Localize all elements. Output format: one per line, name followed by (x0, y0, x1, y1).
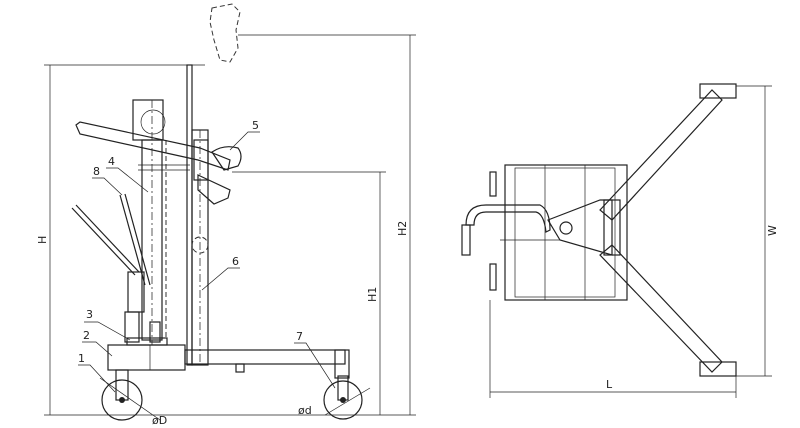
boom-arm (75, 121, 231, 171)
dim-label-H2: H2 (396, 221, 409, 236)
dimension-lines (44, 34, 416, 416)
dim-label-wheel-large: øD (152, 414, 167, 427)
leg-lower (599, 244, 723, 373)
leader-lines (78, 131, 336, 393)
top-view: W L (461, 83, 779, 398)
clamp-5 (211, 146, 242, 171)
leg-cap-lower (699, 361, 737, 377)
handle (465, 204, 551, 233)
side-view: 1 2 3 4 5 6 7 8 øD ød H H2 H1 (36, 3, 416, 427)
dim-label-L: L (606, 378, 613, 391)
part-label-3: 3 (86, 308, 93, 321)
part-label-6: 6 (232, 255, 239, 268)
part-label-8: 8 (93, 165, 100, 178)
raised-arm-outline (209, 3, 241, 63)
wheel-1 (101, 379, 143, 421)
part-label-7: 7 (296, 330, 303, 343)
part-label-2: 2 (83, 329, 90, 342)
part-label-4: 4 (108, 155, 115, 168)
leg-upper (599, 89, 723, 221)
part-label-5: 5 (252, 119, 259, 132)
dim-label-H1: H1 (366, 287, 379, 302)
dim-label-H: H (36, 236, 49, 244)
chassis (184, 349, 346, 365)
leg-cap-upper (699, 83, 737, 99)
frame-body (504, 164, 628, 301)
base-plate-3 (126, 337, 168, 346)
clamp-plate (547, 199, 613, 256)
base-block-2 (107, 344, 186, 371)
handle-grip (461, 224, 471, 256)
dim-label-wheel-small: ød (298, 404, 312, 417)
mast-rail (186, 64, 193, 366)
wheel-7 (323, 380, 363, 420)
clamp-jaw (197, 174, 231, 205)
dim-label-W: W (766, 225, 779, 236)
part-label-1: 1 (78, 352, 85, 365)
